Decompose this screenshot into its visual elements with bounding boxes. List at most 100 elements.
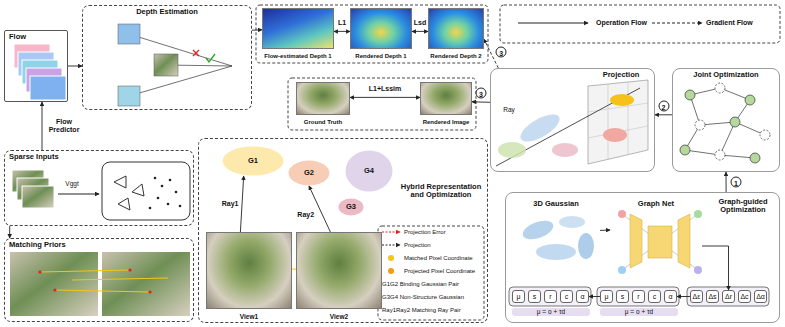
ellipse-fill bbox=[346, 151, 393, 192]
view-image: View2 bbox=[296, 232, 382, 320]
legend-box bbox=[500, 5, 780, 43]
node-text: α bbox=[665, 293, 676, 301]
cross-mark bbox=[193, 50, 199, 56]
legend-line bbox=[518, 23, 588, 24]
point bbox=[179, 205, 182, 208]
gaussian-ellipse: G1 bbox=[222, 146, 284, 176]
gaussian bbox=[578, 233, 594, 259]
param-cell: s bbox=[528, 290, 541, 303]
decoder bbox=[678, 214, 690, 268]
point bbox=[149, 207, 152, 210]
param-cell: s bbox=[616, 290, 629, 303]
match-line bbox=[72, 278, 168, 280]
image-thumb bbox=[350, 8, 412, 49]
node-text: G1 bbox=[222, 157, 284, 165]
prior-panel: Matching Priors bbox=[4, 238, 194, 322]
camera-icon bbox=[118, 198, 130, 210]
callout-number: 3 bbox=[496, 46, 507, 57]
module-box: Depth Estimation bbox=[82, 5, 252, 110]
graph-node bbox=[685, 90, 695, 100]
ellipse-fill bbox=[289, 161, 330, 186]
legend-text: Matched Pixel Coordinate bbox=[404, 255, 473, 262]
node-text: Δε bbox=[691, 293, 702, 301]
connector bbox=[350, 97, 420, 98]
gaussian-ellipse: G2 bbox=[288, 160, 330, 186]
view-image: View1 bbox=[206, 232, 292, 320]
param-cell: Δs bbox=[706, 290, 719, 303]
param-cell: α bbox=[664, 290, 677, 303]
legend-text: G1G2 Binding Gaussian Pair bbox=[382, 281, 459, 288]
depth-map: Rendered Depth 2 bbox=[428, 8, 484, 60]
flow-image bbox=[30, 76, 66, 100]
node-text: G3 bbox=[338, 203, 364, 211]
render-panel bbox=[288, 78, 476, 130]
node-text: Projection bbox=[586, 71, 656, 79]
point bbox=[175, 191, 178, 194]
image-thumb bbox=[206, 232, 292, 309]
match-point bbox=[38, 270, 41, 273]
gaussian bbox=[498, 142, 526, 158]
latent bbox=[648, 226, 672, 258]
gaussian-art bbox=[520, 216, 594, 260]
legend-line bbox=[382, 245, 400, 246]
flow-panel: Flow bbox=[4, 30, 68, 102]
node-text: G2 bbox=[288, 169, 330, 177]
flow-thumb bbox=[118, 86, 140, 106]
check-mark bbox=[206, 54, 215, 62]
graph-node bbox=[750, 153, 760, 163]
graph-net-art bbox=[618, 210, 702, 274]
point bbox=[161, 185, 164, 188]
param-cell: μ bbox=[600, 290, 613, 303]
module-box: Joint Optimization bbox=[672, 68, 780, 172]
node-text: Joint Optimization bbox=[673, 71, 779, 79]
param-cell: Δε bbox=[690, 290, 703, 303]
legend-text: Gradient Flow bbox=[706, 19, 753, 27]
gaussian-ellipse: G3 bbox=[338, 198, 364, 216]
node-text: Rendered Depth 1 bbox=[346, 53, 416, 60]
param-cell: r bbox=[632, 290, 645, 303]
node-text: Flow-estimated Depth 1 bbox=[258, 53, 338, 60]
node-text: Graph-guided Optimization bbox=[707, 198, 779, 215]
text-label: Vggt bbox=[58, 180, 86, 188]
node-text: Sparse Inputs bbox=[9, 153, 59, 161]
sub-module: Graph Net bbox=[610, 198, 702, 278]
node-text: Matching Priors bbox=[9, 241, 66, 249]
legend-line bbox=[382, 232, 400, 233]
ellipse-fill bbox=[223, 147, 284, 176]
param-cell: c bbox=[648, 290, 661, 303]
text-label: Ray bbox=[498, 106, 520, 114]
legend-text: Projected Pixel Coordinate bbox=[404, 268, 475, 275]
match-point bbox=[128, 268, 131, 271]
connector bbox=[600, 230, 610, 231]
node-text: Rendered Image bbox=[416, 119, 476, 126]
point bbox=[157, 197, 160, 200]
gaussian bbox=[536, 244, 576, 260]
node-text: c bbox=[561, 293, 572, 301]
image-thumb bbox=[262, 8, 334, 49]
graph-node bbox=[715, 83, 725, 93]
node-text: Graph Net bbox=[610, 200, 702, 208]
camera-ray bbox=[129, 66, 232, 96]
encoder bbox=[630, 214, 642, 268]
legend-box bbox=[378, 226, 484, 320]
callout-number: 1 bbox=[731, 177, 742, 188]
graph-node bbox=[730, 117, 740, 127]
matching-priors-art bbox=[10, 252, 190, 316]
match-point bbox=[148, 290, 151, 293]
net-node bbox=[694, 210, 702, 218]
edge-label: Ray1 bbox=[221, 200, 240, 208]
image-thumb bbox=[428, 8, 484, 49]
depth-estimation-art bbox=[118, 24, 232, 106]
connector bbox=[68, 66, 82, 67]
point bbox=[169, 179, 172, 182]
flow-stack bbox=[14, 44, 66, 100]
connector bbox=[252, 29, 262, 30]
node-text: s bbox=[529, 293, 540, 301]
legend-text: Operation Flow bbox=[596, 19, 647, 27]
param-cell: c bbox=[560, 290, 573, 303]
legend-line bbox=[652, 23, 702, 24]
node-text: View2 bbox=[292, 313, 386, 320]
camera-ray bbox=[129, 34, 232, 66]
splat bbox=[610, 94, 634, 106]
legend-text: Projection bbox=[404, 242, 431, 249]
